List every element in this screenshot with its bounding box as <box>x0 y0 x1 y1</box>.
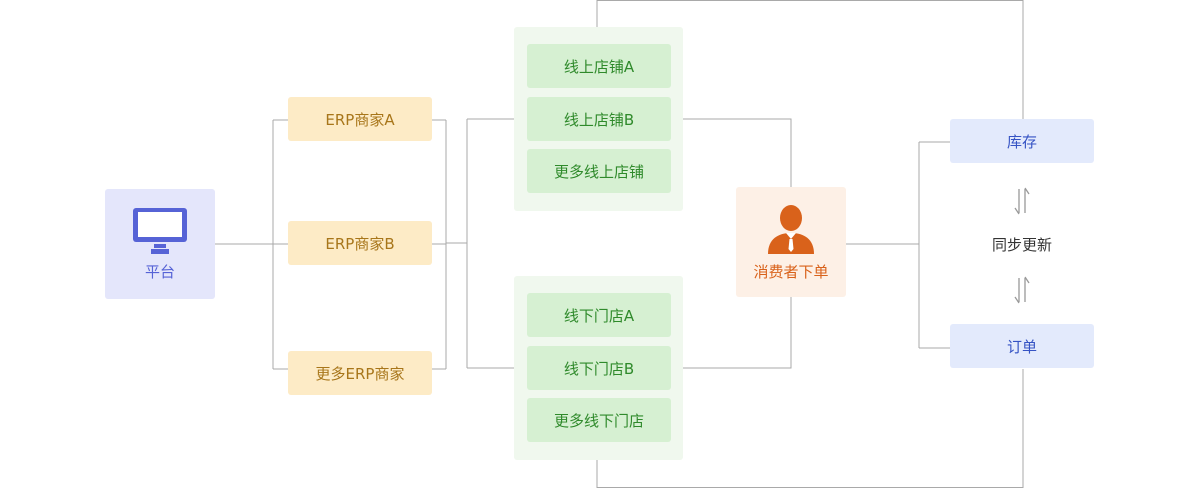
person-icon <box>768 204 814 254</box>
erp-merchant-more: 更多ERP商家 <box>288 351 432 395</box>
stock-node: 库存 <box>950 119 1094 163</box>
consumer-label: 消费者下单 <box>753 262 829 281</box>
platform-node: 平台 <box>105 189 215 299</box>
sync-arrows-icon <box>1014 187 1030 215</box>
sync-arrows-icon <box>1014 276 1030 304</box>
erp-merchant-a: ERP商家A <box>288 97 432 141</box>
online-store-a: 线上店铺A <box>527 44 671 88</box>
offline-store-a: 线下门店A <box>527 293 671 337</box>
monitor-icon <box>133 207 187 254</box>
sync-label: 同步更新 <box>991 236 1052 254</box>
online-store-b: 线上店铺B <box>527 97 671 141</box>
offline-store-b: 线下门店B <box>527 346 671 390</box>
platform-label: 平台 <box>144 262 175 281</box>
consumer-node: 消费者下单 <box>736 187 846 297</box>
order-node: 订单 <box>950 324 1094 368</box>
erp-merchant-b: ERP商家B <box>288 221 432 265</box>
offline-store-more: 更多线下门店 <box>527 398 671 442</box>
online-store-more: 更多线上店铺 <box>527 149 671 193</box>
